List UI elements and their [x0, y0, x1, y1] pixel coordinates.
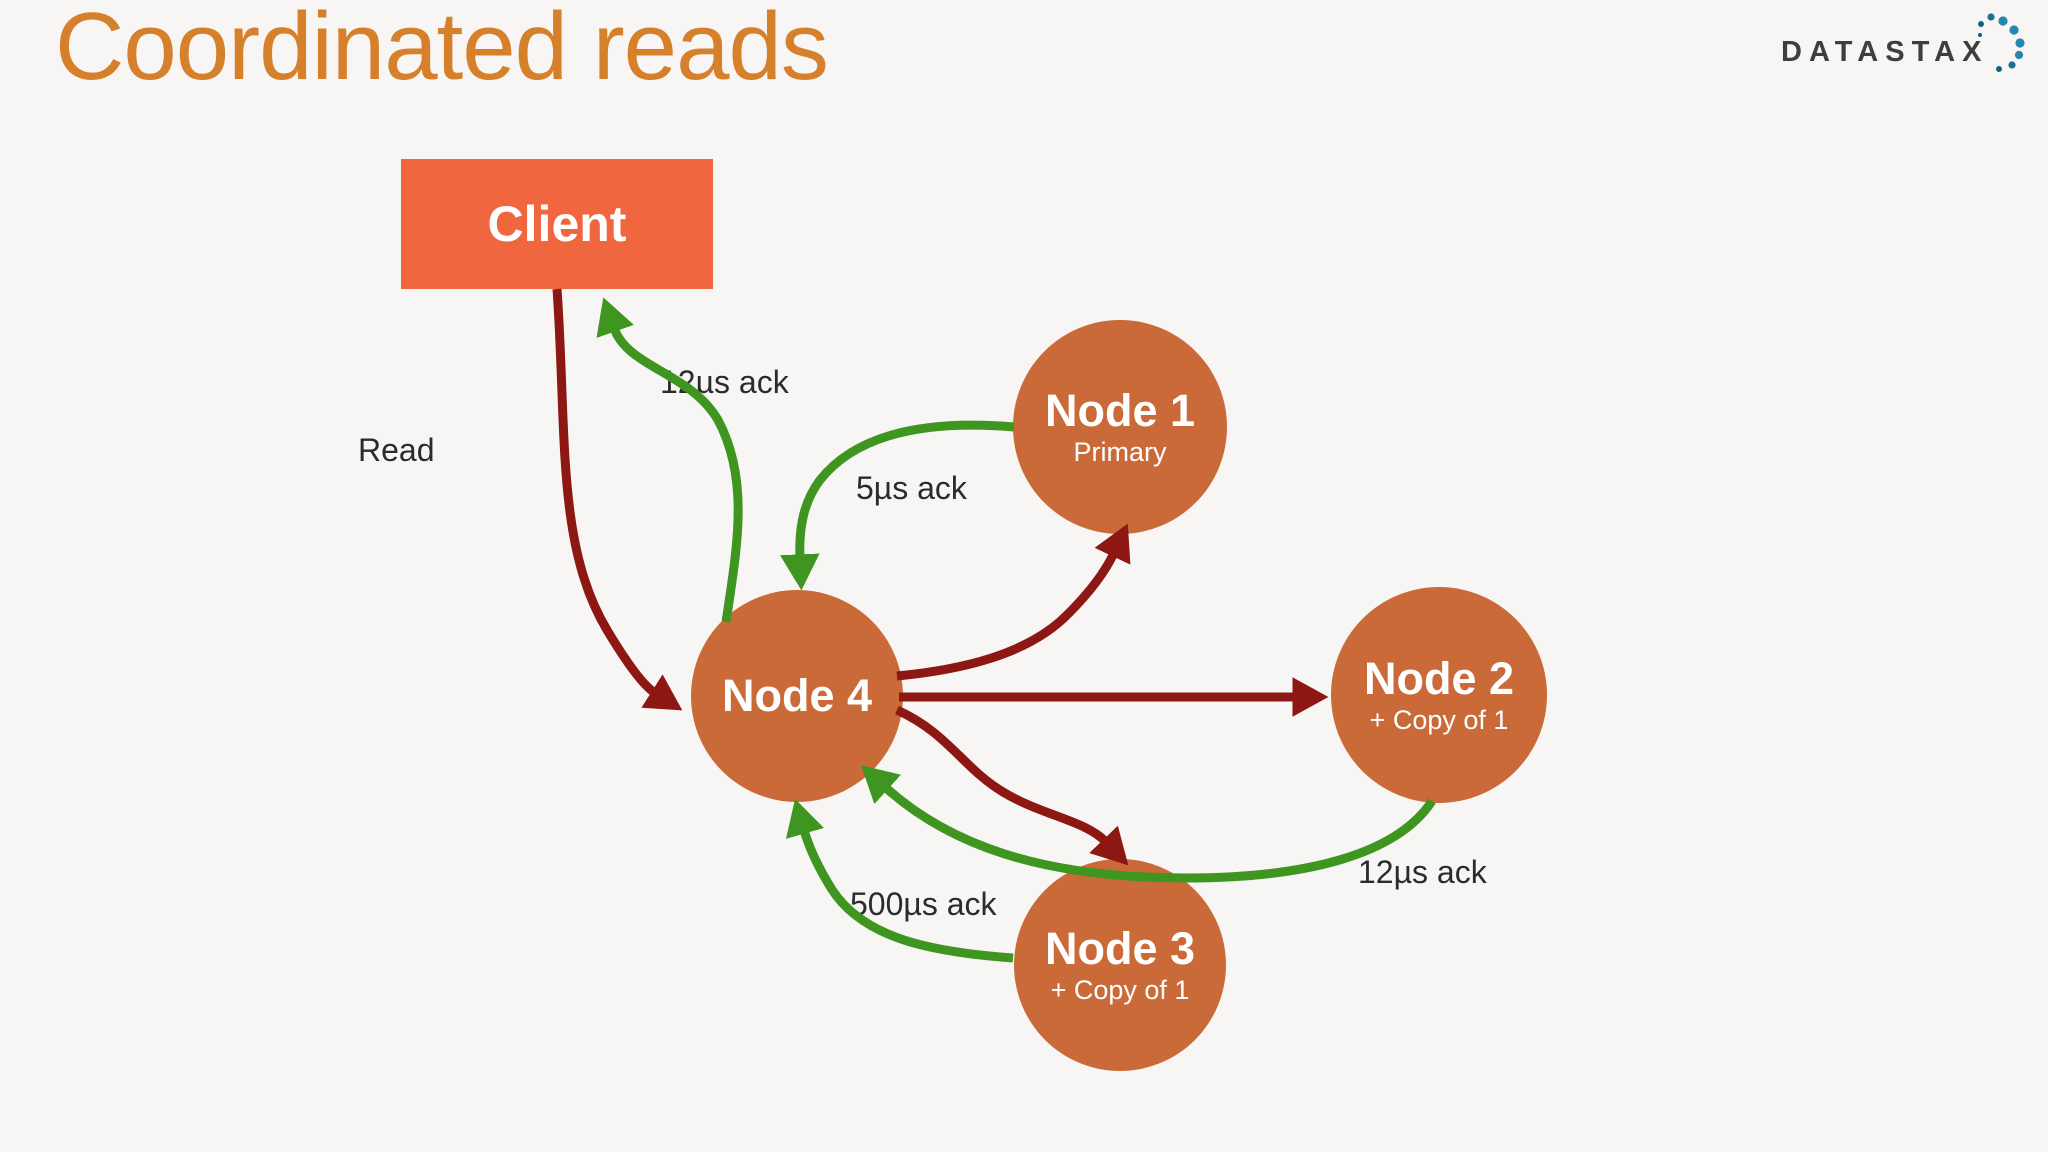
node-3-label: Node 3 [1044, 923, 1196, 974]
edge-read-client-to-node4 [552, 288, 683, 711]
ack-node2-label: 12µs ack [1358, 854, 1487, 890]
client-label: Client [487, 196, 627, 252]
edge-ack-node2-to-node4 [860, 765, 1436, 883]
node-3-sublabel: + Copy of 1 [1050, 975, 1190, 1005]
datastax-logo-dots-icon [1978, 13, 2025, 72]
datastax-logo-text: DATASTAX [1781, 36, 1989, 68]
node-1-circle: Node 1 Primary [1013, 320, 1227, 534]
node-2-sublabel: + Copy of 1 [1369, 705, 1509, 735]
node-2-circle: Node 2 + Copy of 1 [1331, 587, 1547, 803]
node-3-circle: Node 3 + Copy of 1 [1014, 859, 1226, 1071]
node-4-circle: Node 4 [691, 590, 903, 802]
read-edge-label: Read [358, 432, 435, 468]
node-1-sublabel: Primary [1073, 437, 1167, 467]
edge-request-node4-to-node3 [895, 705, 1129, 866]
node-4-label: Node 4 [721, 670, 873, 721]
node-1-label: Node 1 [1044, 385, 1196, 436]
page-title: Coordinated reads [55, 0, 829, 100]
node-2-label: Node 2 [1363, 653, 1515, 704]
edge-request-node4-to-node1 [896, 523, 1131, 681]
ack-to-client-label: 12µs ack [660, 364, 789, 400]
datastax-logo: DATASTAX [1781, 36, 1988, 69]
ack-node1-label: 5µs ack [856, 470, 967, 506]
client-box: Client [401, 159, 713, 289]
ack-node3-label: 500µs ack [850, 886, 997, 922]
